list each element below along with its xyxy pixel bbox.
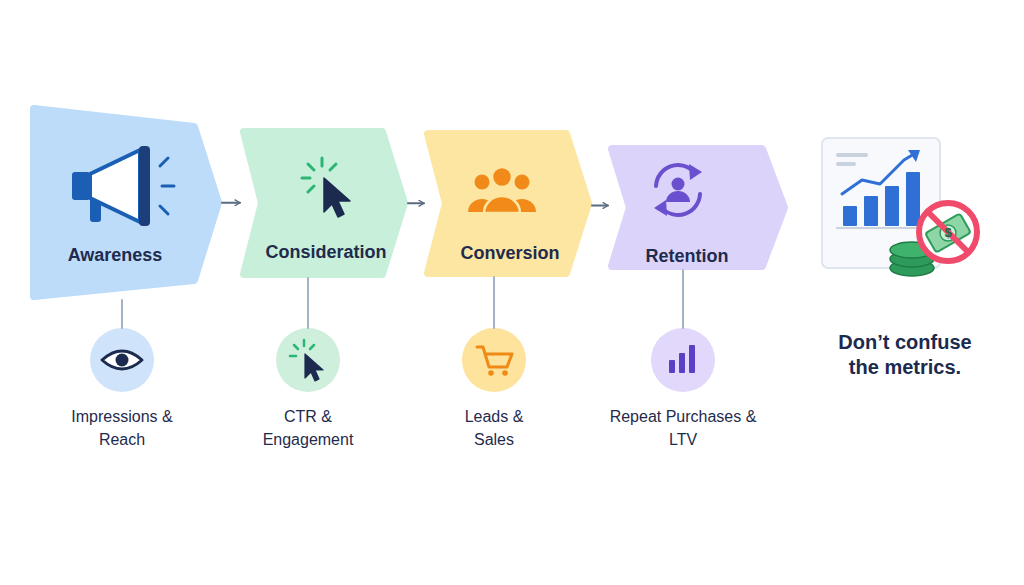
metric-label: Leads & Sales (454, 405, 534, 451)
stage-chevron: Awareness (30, 105, 222, 300)
circle-outline (90, 328, 154, 392)
prohibit-circle (919, 203, 977, 261)
stage-label: Conversion (430, 240, 590, 266)
chart-bar (885, 186, 899, 226)
trend-arrow-head (908, 150, 920, 162)
stage-label: Retention (612, 243, 762, 269)
metric-circle: Repeat Purchases & LTV (651, 328, 715, 392)
trend-line (842, 154, 914, 194)
stage-label: Awareness (30, 242, 200, 268)
coin (890, 260, 934, 276)
leader-connector (493, 277, 495, 328)
funnel-shape (34, 109, 218, 296)
circle-outline (462, 328, 526, 392)
metrics-illustration (822, 138, 977, 276)
circle-shape (90, 328, 154, 392)
circle-shape (462, 328, 526, 392)
note-text: Don’t confuse the metrics. (825, 330, 985, 380)
metric-label: CTR & Engagement (253, 405, 363, 451)
metric-circle: Leads & Sales (462, 328, 526, 392)
circle-outline (276, 328, 340, 392)
metric-circle: Impressions & Reach (90, 328, 154, 392)
funnel-outline (30, 105, 222, 300)
chart-bar (843, 206, 857, 226)
metric-circle: CTR & Engagement (276, 328, 340, 392)
circle-outline (651, 328, 715, 392)
coin (890, 251, 934, 267)
stage-label: Consideration (246, 239, 406, 265)
metric-label: Repeat Purchases & LTV (600, 405, 766, 451)
leader-connector (121, 300, 123, 328)
flow-arrow (222, 202, 240, 204)
prohibit-slash (928, 212, 968, 252)
stage-chevron: Retention (608, 145, 788, 270)
metric-label: Impressions & Reach (67, 405, 177, 451)
text-line (836, 153, 868, 157)
money-bill (925, 213, 971, 252)
bill-medallion (940, 225, 956, 241)
stage-chevron: Consideration (240, 128, 408, 278)
stage-chevron: Conversion (424, 130, 592, 277)
text-line (836, 162, 856, 166)
coin (890, 242, 934, 258)
circle-shape (276, 328, 340, 392)
chart-bar (906, 172, 920, 226)
chart-bar (864, 196, 878, 226)
flow-arrow (592, 205, 608, 207)
flow-arrow (408, 202, 424, 204)
currency-symbol: $ (940, 224, 956, 241)
chart-baseline (836, 227, 926, 229)
circle-shape (651, 328, 715, 392)
leader-connector (307, 278, 309, 328)
report-card (822, 138, 940, 268)
leader-connector (682, 270, 684, 328)
